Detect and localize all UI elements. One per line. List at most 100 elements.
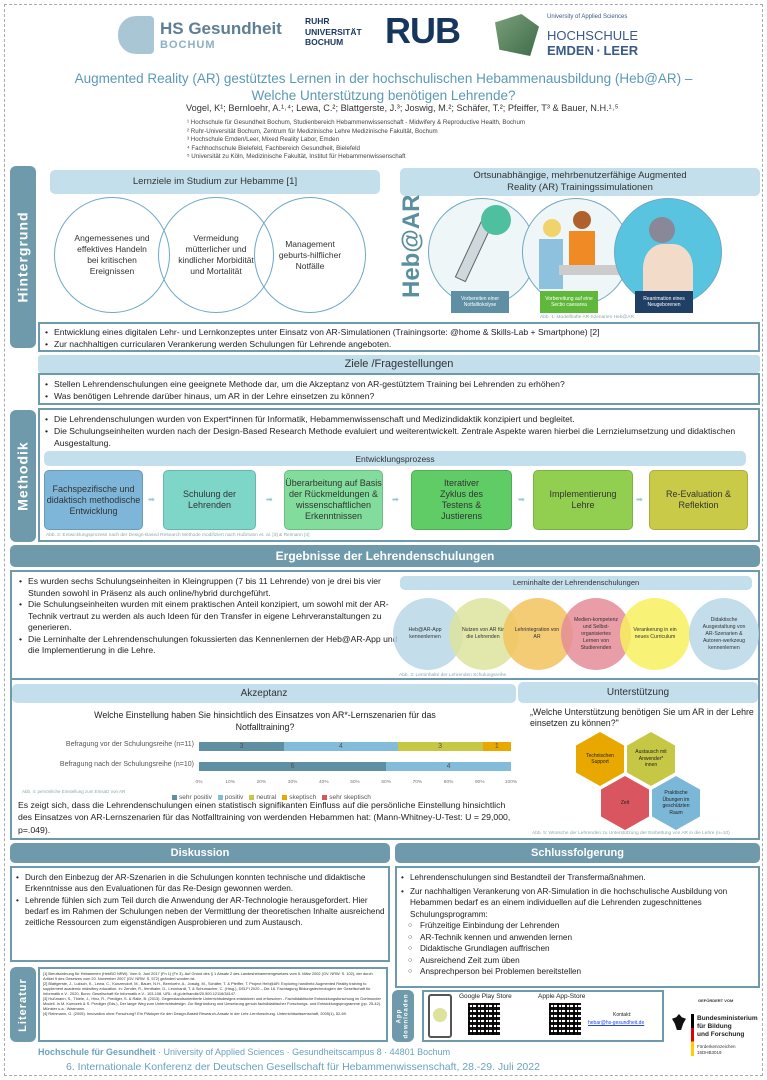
x-tick-label: 0% (195, 780, 203, 785)
x-tick-label: 50% (350, 780, 360, 785)
lerninhalt-circle (689, 598, 759, 670)
process-step: Iterativer Zyklus des Testens & Justiere… (411, 470, 512, 530)
figure-caption: Abb. 3: Lerninhalte der Lehrenden Schulu… (399, 673, 507, 678)
lerninhalte-header: Lerninhalte der Lehrendenschulungen (400, 576, 752, 590)
x-tick-label: 60% (381, 780, 391, 785)
lerninhalt-label: Nutzen von AR für die Lehrenden (461, 627, 505, 640)
chart-caption: Abb. 4: persönliche Einstellung zum Eins… (22, 789, 126, 794)
scenario-image-reanimation (614, 198, 722, 306)
section-tab-app-downloaden: App downloaden (392, 990, 414, 1042)
schluss-box: Lehrendenschulungen sind Bestandteil der… (395, 866, 760, 988)
legend-swatch (322, 795, 328, 800)
arrow-right-icon: ➡ (148, 495, 155, 504)
process-step: Schulung der Lehrenden (163, 470, 256, 530)
contact-label: Kontakt: (613, 1012, 632, 1018)
lerninhalt-label: Lehrintegration von AR (514, 627, 560, 640)
legend-label: sehr positiv (179, 794, 212, 801)
lerninhalt-label: Medien-kompetenz und Selbst-organisierte… (573, 616, 619, 651)
chart-title: Welche Einstellung haben Sie hinsichtlic… (94, 710, 436, 732)
contact-email-link[interactable]: hebar@hs-gesundheit.de (588, 1020, 645, 1026)
qr-code-apple-store[interactable] (549, 1003, 581, 1035)
bar-segment-positiv: 4 (284, 742, 398, 751)
support-hex: Austausch mit Anwender* innen (627, 732, 675, 786)
authors: Vogel, K¹; Bernloehr, A.¹˒⁴; Lewa, C.²; … (186, 103, 619, 113)
akzeptanz-conclusion: Es zeigt sich, dass die Lehrendenschulun… (18, 800, 511, 835)
legend-label: positiv (224, 794, 244, 801)
legend-swatch (282, 795, 288, 800)
scenario-image-sectio (522, 198, 630, 306)
affiliations: ¹ Hochschule für Gesundheit Bochum, Stud… (187, 119, 526, 161)
legend-item: skeptisch (282, 794, 316, 801)
ergebnisse-header: Ergebnisse der Lehrendenschulungen (10, 545, 760, 567)
lerninhalt-label: Heb@AR-App kennenlernen (408, 627, 442, 640)
figure-caption: Abb. 2: Entwicklungsprozess nach der Des… (46, 533, 310, 538)
bar-category-label: Befragung vor der Schulungsreihe (n=11) (65, 741, 194, 748)
legend-item: sehr positiv (172, 794, 212, 801)
hel-emblem-icon (495, 14, 539, 56)
legend-label: skeptisch (289, 794, 317, 801)
x-tick-label: 80% (443, 780, 454, 785)
x-tick-label: 40% (318, 780, 329, 785)
entwicklungsprozess-header: Entwicklungsprozess (44, 451, 746, 466)
german-flag-bar (691, 1014, 694, 1056)
lernziele-header: Lernziele im Studium zur Hebamme [1] (50, 170, 380, 194)
unterstuetzung-question: „Welche Unterstützung benötigen Sie um A… (530, 707, 754, 728)
lerninhalt-label: Verankerung in ein neues Curriculum (633, 627, 677, 640)
ziele-bullets: Stellen Lehrendenschulungen eine geeigne… (38, 373, 760, 405)
google-play-label[interactable]: Google Play Store (459, 993, 512, 1000)
diskussion-box: Durch den Einbezug der AR-Szenarien in d… (10, 866, 390, 962)
legend-swatch (249, 795, 255, 800)
app-download-box (422, 990, 664, 1042)
poster-border (4, 4, 763, 1076)
section-tab-hintergrund: Hintergrund (10, 166, 36, 348)
phone-icon (428, 994, 452, 1038)
lerninhalt-circle (620, 598, 690, 670)
lerninhalt-label: Didaktische Ausgestaltung von AR-Szenari… (702, 616, 746, 651)
x-tick-label: 100% (504, 780, 518, 785)
x-tick-label: 30% (287, 780, 298, 785)
qr-code-google-play[interactable] (468, 1003, 500, 1035)
process-step: Fachspezifische und didaktisch methodisc… (44, 470, 143, 530)
bar-segment-sehr-positiv: 3 (199, 742, 285, 751)
figure-caption: Abb. 1: Modellhafte AR-Szenarien Heb@AR (540, 315, 634, 320)
section-tab-literatur: Literatur (10, 967, 36, 1042)
chart-legend: sehr positiv positiv neutral skeptisch sehr … (172, 787, 377, 805)
unterstuetzung-header: Unterstützung (518, 682, 758, 703)
ar-simulation-header: Ortsunabhängige, mehrbenutzerfähige Augm… (400, 168, 760, 196)
footer-line-1: Hochschule für Gesundheit · University o… (38, 1047, 451, 1057)
akzeptanz-header: Akzeptanz (12, 684, 516, 703)
section-tab-methodik: Methodik (10, 410, 36, 542)
support-hex: Technischen Support (576, 732, 624, 786)
ziele-header: Ziele /Fragestellungen (38, 355, 760, 373)
legend-label: neutral (256, 794, 277, 801)
logo-rub: RUB (385, 10, 461, 51)
lernziel-circle: Angemessenes und effektives Handeln bei … (54, 197, 170, 313)
lerninhalt-circle (561, 598, 631, 670)
scenario-image-tokolyse (428, 198, 536, 306)
bar-segment-neutral: 3 (397, 742, 483, 751)
bar-segment-skeptisch: 1 (482, 742, 511, 751)
process-step: Re-Evaluation & Reflektion (649, 470, 748, 530)
bar-segment-positiv: 4 (386, 762, 511, 771)
arrow-right-icon: ➡ (392, 495, 399, 504)
arrow-right-icon: ➡ (518, 495, 525, 504)
hebar-logo: Heb@AR (398, 194, 425, 298)
arrow-right-icon: ➡ (636, 495, 643, 504)
schlussfolgerung-header: Schlussfolgerung (395, 843, 760, 863)
x-tick-label: 70% (412, 780, 423, 785)
face-icon (118, 16, 154, 54)
logo-hochschule-emden-leer: University of Applied Sciences HOCHSCHUL… (495, 14, 638, 58)
diskussion-header: Diskussion (10, 843, 390, 863)
legend-label: sehr skeptisch (329, 794, 371, 801)
x-tick-label: 10% (225, 780, 235, 785)
x-tick-label: 90% (474, 780, 485, 785)
arrow-right-icon: ➡ (266, 495, 273, 504)
footer-line-2: 6. Internationale Konferenz der Deutsche… (66, 1061, 540, 1073)
logo-hs-gesundheit: HS Gesundheit BOCHUM (118, 16, 282, 54)
support-hex: Praktische Übungen im geschützten Raum (652, 776, 700, 830)
scenario-label: Reanimation eines Neugeborenen (635, 291, 693, 313)
apple-store-label[interactable]: Apple App-Store (538, 993, 586, 1000)
